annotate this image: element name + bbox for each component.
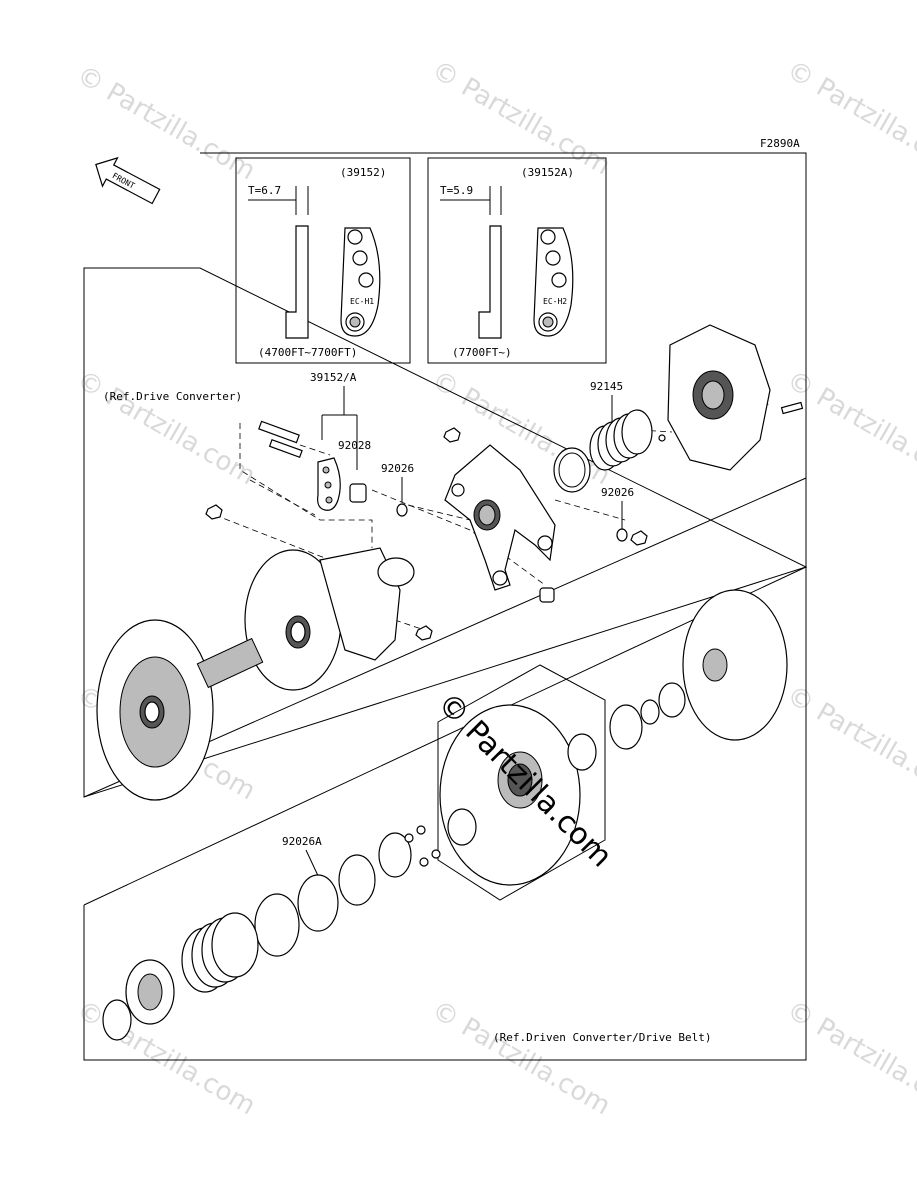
inset-left: (39152) T=6.7 EC-H1 (4700FT~7700FT) xyxy=(235,157,411,364)
watermark: © Partzilla.com xyxy=(427,995,616,1121)
inset-right: (39152A) T=5.9 EC-H2 (7700FT~) xyxy=(427,157,607,364)
inset-left-mark: EC-H1 xyxy=(350,297,374,306)
spider xyxy=(444,444,556,591)
watermark: © Partzilla.com xyxy=(782,995,917,1121)
bushing xyxy=(349,483,367,503)
spring-92145 xyxy=(553,398,756,493)
washer xyxy=(396,503,408,517)
drive-movable-sheave xyxy=(244,547,415,691)
diagram-frame xyxy=(83,152,808,1061)
washer xyxy=(616,528,628,542)
ref-drive-converter: (Ref.Drive Converter) xyxy=(103,390,242,403)
nut xyxy=(415,625,433,641)
inset-left-thickness: T=6.7 xyxy=(248,184,281,197)
inset-right-altitude: (7700FT~) xyxy=(452,346,512,359)
watermark: © Partzilla.com xyxy=(72,365,261,491)
inset-right-thickness: T=5.9 xyxy=(440,184,473,197)
pin xyxy=(268,438,303,459)
nut xyxy=(205,504,223,520)
cover-plate xyxy=(667,324,804,471)
nut xyxy=(630,530,648,546)
pin xyxy=(258,420,300,444)
callout-92026-right: 92026 xyxy=(601,486,634,499)
driven-parts-lower xyxy=(102,825,441,1041)
callout-92026a: 92026A xyxy=(282,835,322,848)
callout-39152a: 39152/A xyxy=(310,371,357,384)
diagram-divider-lower xyxy=(83,566,807,906)
callout-92026-upper: 92026 xyxy=(381,462,414,475)
drive-fixed-sheave xyxy=(96,619,264,801)
callout-92145: 92145 xyxy=(590,380,623,393)
front-arrow-icon: FRONT xyxy=(95,156,161,205)
inset-left-part-no: (39152) xyxy=(340,166,386,179)
inset-left-altitude: (4700FT~7700FT) xyxy=(258,346,357,359)
watermark: © Partzilla.com xyxy=(782,680,917,806)
watermark: © Partzilla.com xyxy=(782,365,917,491)
drive-parts-upper xyxy=(205,420,648,641)
inset-right-mark: EC-H2 xyxy=(543,297,567,306)
bushing xyxy=(539,587,555,603)
driven-converter-parts xyxy=(437,589,788,901)
callout-92028: 92028 xyxy=(338,439,371,452)
ref-driven-converter: (Ref.Driven Converter/Drive Belt) xyxy=(493,1031,712,1044)
watermark: © Partzilla.com xyxy=(427,55,616,181)
bolt xyxy=(780,401,804,415)
nut xyxy=(443,427,461,443)
watermark: © Partzilla.com xyxy=(782,55,917,181)
inset-right-part-no: (39152A) xyxy=(521,166,574,179)
figure-code: F2890A xyxy=(760,137,800,150)
